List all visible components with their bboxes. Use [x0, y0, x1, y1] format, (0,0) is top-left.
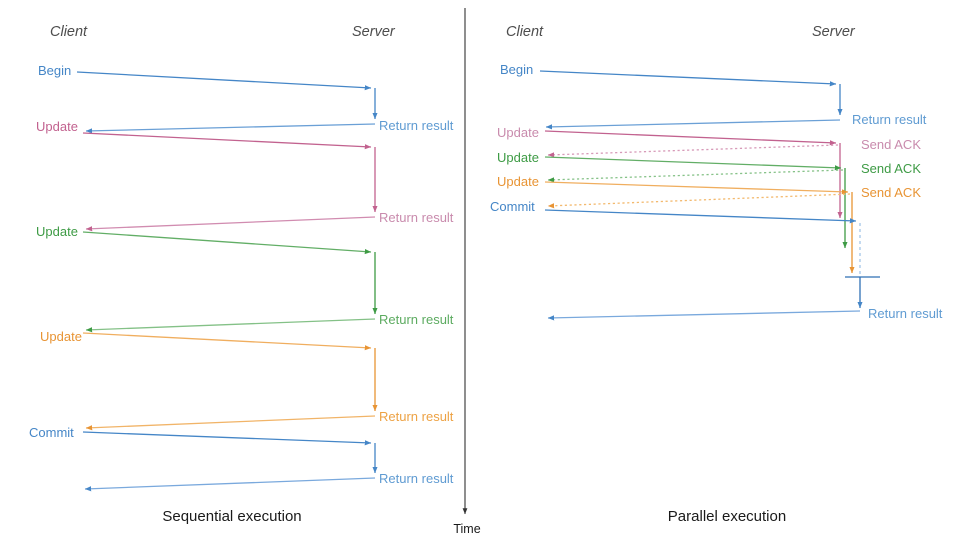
label-par-update-2: Update [497, 150, 539, 165]
arrow-par-update-2 [544, 156, 842, 171]
lane-title-client-parallel: Client [506, 24, 544, 40]
label-par-commit: Commit [490, 199, 535, 214]
label-seq-update-3: Update [40, 329, 82, 344]
label-seq-return-5: Return result [379, 471, 454, 486]
arrow-seq-update-3 [82, 332, 372, 351]
arrow-par-return-1 [545, 119, 841, 130]
label-par-return-2: Return result [868, 306, 943, 321]
caption-parallel: Parallel execution [667, 508, 787, 525]
label-seq-return-1: Return result [379, 118, 454, 133]
label-seq-update-2: Update [36, 224, 78, 239]
label-seq-return-3: Return result [379, 312, 454, 327]
arrow-par-ack-2 [547, 169, 844, 183]
lane-title-client-sequential: Client [50, 24, 88, 40]
arrow-par-update-1 [544, 130, 837, 146]
arrow-seq-return-4 [85, 415, 376, 431]
arrow-seq-return-3 [85, 318, 376, 333]
arrow-seq-begin [76, 71, 372, 91]
arrow-seq-return-5 [84, 477, 376, 492]
label-par-ack-2: Send ACK [861, 161, 921, 176]
label-par-return-1: Return result [852, 112, 927, 127]
time-axis-label: Time [453, 522, 481, 536]
label-par-begin: Begin [500, 62, 534, 77]
arrow-seq-commit [82, 431, 372, 446]
label-seq-commit: Commit [29, 425, 74, 440]
arrow-seq-update-1 [82, 132, 372, 150]
lane-title-server-parallel: Server [812, 24, 855, 40]
label-seq-return-4: Return result [379, 409, 454, 424]
arrow-par-ack-1 [547, 144, 839, 158]
arrow-seq-update-2 [82, 231, 372, 255]
label-par-update-3: Update [497, 174, 539, 189]
label-par-ack-3: Send ACK [861, 185, 921, 200]
arrow-par-update-3 [544, 181, 849, 195]
sequential-panel-arrows [76, 71, 378, 492]
label-seq-return-2: Return result [379, 210, 454, 225]
label-seq-update-1: Update [36, 119, 78, 134]
label-seq-begin: Begin [38, 63, 72, 78]
arrow-par-ack-3 [547, 193, 851, 209]
caption-sequential: Sequential execution [162, 508, 302, 525]
arrow-seq-return-1 [85, 123, 376, 134]
arrow-seq-return-2 [85, 216, 376, 232]
arrow-par-return-2 [547, 310, 861, 321]
arrow-par-commit [544, 209, 857, 224]
label-par-update-1: Update [497, 125, 539, 140]
lane-title-server-sequential: Server [352, 24, 395, 40]
label-par-ack-1: Send ACK [861, 137, 921, 152]
arrow-par-begin [539, 70, 837, 87]
parallel-panel-arrows [539, 70, 880, 321]
